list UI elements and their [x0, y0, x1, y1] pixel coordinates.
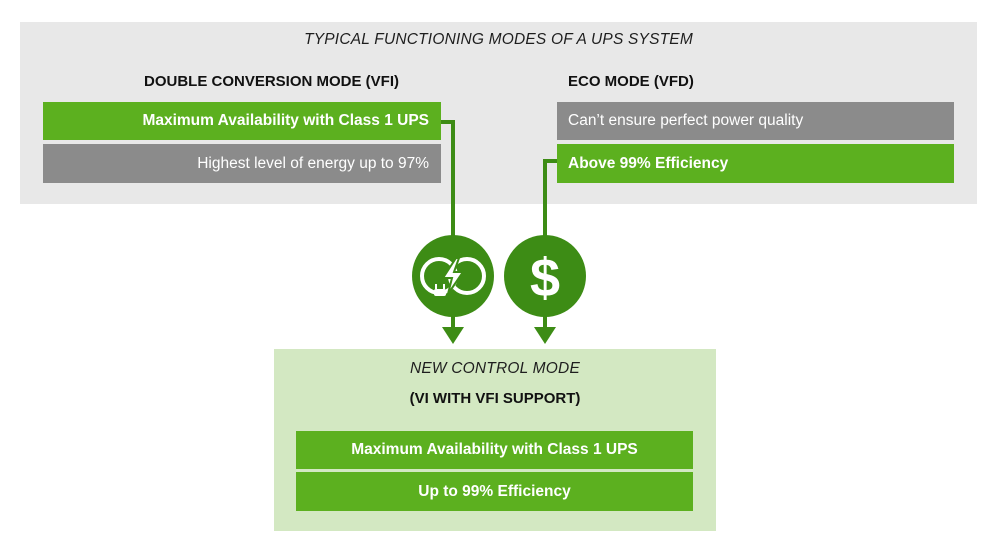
dollar-icon: $: [504, 235, 586, 317]
double-conversion-heading: DOUBLE CONVERSION MODE (VFI): [144, 73, 400, 90]
efficiency-arrowhead: [534, 327, 556, 344]
availability-arrowhead: [442, 327, 464, 344]
new-mode-availability-bar: Maximum Availability with Class 1 UPS: [296, 431, 693, 469]
double-conversion-availability-bar: Maximum Availability with Class 1 UPS: [43, 102, 441, 140]
eco-mode-heading: ECO MODE (VFD): [568, 73, 694, 90]
new-mode-efficiency-bar: Up to 99% Efficiency: [296, 472, 693, 511]
eco-efficiency-bar: Above 99% Efficiency: [557, 144, 954, 183]
double-conversion-energy-bar: Highest level of energy up to 97%: [43, 144, 441, 183]
new-control-mode-subtitle: (VI WITH VFI SUPPORT): [409, 390, 581, 407]
new-control-mode-title: NEW CONTROL MODE: [410, 360, 580, 377]
power-plug-cycle-icon: [412, 235, 494, 317]
eco-power-quality-bar: Can’t ensure perfect power quality: [557, 102, 954, 140]
ups-modes-title: TYPICAL FUNCTIONING MODES OF A UPS SYSTE…: [304, 31, 693, 48]
svg-text:$: $: [530, 248, 560, 308]
